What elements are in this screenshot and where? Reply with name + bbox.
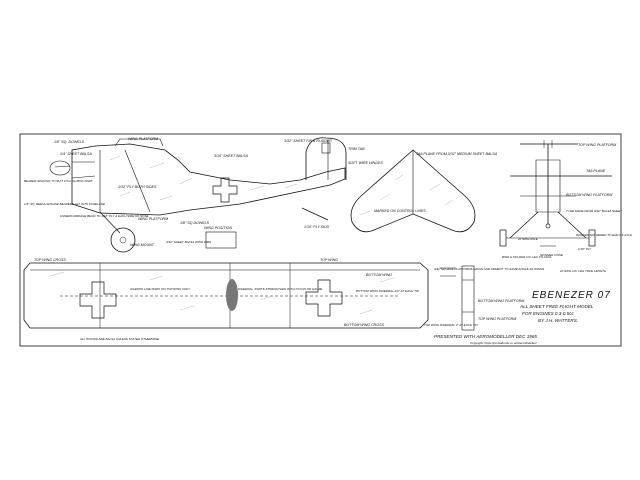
label-top-wing-cross: TOP WING CROSS — [34, 258, 66, 262]
label-tailplane: TAILPLANE — [586, 169, 606, 173]
plan-title: EBENEZER 07 — [532, 290, 611, 301]
wing-plan — [23, 231, 429, 329]
label-wing-platform: WING PLATFORM — [128, 137, 158, 141]
label-bottom-wing-platform-2: BOTTOM WING PLATFORM — [478, 299, 524, 303]
label-undercarriage: UNDERCARRIAGE BEND TO 1/16" PLY & EACH S… — [60, 214, 149, 218]
label-spinner: SPINNER CONE — [540, 253, 564, 257]
label-bottom-wing: BOTTOM WING — [366, 273, 392, 277]
plan-border — [19, 133, 622, 347]
label-top-wing-platform: TOP WING PLATFORM — [578, 143, 616, 147]
title-block: EBENEZER 07 ALL SHEET FREE FLIGHT MODEL … — [79, 290, 611, 345]
subtitle-line-1: ALL SHEET FREE FLIGHT MODEL — [519, 304, 594, 309]
subtitle-line-2: FOR ENGINES 0.3-0.5cc — [522, 311, 575, 316]
label-sheet-wing-ribs: 3/32" SHEET BALSA WING RIBS — [166, 240, 211, 244]
footnote: ALL WOODS ARE BALSA UNLESS STATED OTHERW… — [79, 337, 160, 341]
label-bottom-wing-dihedral: BOTTOM WING DIHEDRAL 3/4" AT EACH TIP. — [356, 289, 419, 293]
label-control-lines: MARKED ON CONTROL LINES — [374, 209, 426, 213]
label-washer: WASHER SOLDERED TO END OF AXLE — [576, 233, 633, 237]
label-dowels-top: 1/8" SQ. DOWELS — [54, 140, 85, 144]
label-bind-solder: BIND & SOLDER U/C LEG TO AXLE — [502, 255, 552, 259]
front-view — [499, 140, 612, 247]
label-aileron-line: AILERON LINE MARK ON TOP WING ONLY. — [129, 287, 191, 291]
label-wing-position: WING POSITION — [204, 226, 232, 230]
subtitle-line-3: BY J.H. WATTERS. — [538, 318, 578, 323]
label-soft-wire: SOFT WIRE HINGES — [348, 161, 383, 165]
label-ply-skid: 1/16" PLY SKID — [304, 225, 329, 229]
tailplane-plan — [350, 149, 476, 233]
label-dihedral-joints: DIHEDRAL JOINTS STRENGTHEN WITH NYLON OR… — [238, 287, 323, 291]
label-ply-both-sides: 1/32" PLY BOTH SIDES — [118, 185, 157, 189]
label-sheet-balsa-fuselage: 3/16" SHEET BALSA — [214, 154, 248, 158]
label-top-wing-platform-2: TOP WING PLATFORM — [478, 317, 516, 321]
label-tyre: TYRE MADE FROM 3/32" BALSA SHEET — [566, 209, 623, 213]
label-swg-axle: 20 SWG AXLE — [517, 237, 539, 241]
label-tailplane-sheet: TAILPLANE FROM 3/32" MEDIUM SHEET BALSA — [416, 152, 498, 156]
strut-details — [440, 265, 475, 331]
label-engine-bearers: 1/4" SQ. BEECH ENGINE BEARERS LET INTO F… — [24, 202, 106, 206]
label-bottom-wing-platform: BOTTOM WING PLATFORM — [566, 193, 612, 197]
label-sheet-ply: 1/16" PLY — [578, 247, 592, 251]
label-trim-tab: TRIM TAB — [348, 147, 365, 151]
label-swg-legs: 20 SWG U/C LEG TRUE LENGTH — [559, 269, 607, 273]
label-dowels-low: 1/8" SQ DOWELS — [180, 221, 210, 225]
label-bottom-wing-cross: BOTTOM WING CROSS — [344, 323, 384, 327]
label-top-wing: TOP WING — [320, 258, 338, 262]
label-bearer-spacing: BEARER SPACING TO SUIT 0.5cc ALLBON DART — [24, 179, 94, 183]
label-wing-mount: WING MOUNT — [130, 243, 155, 247]
label-sheet-balsa-quarter: 1/4" SHEET BALSA — [60, 152, 92, 156]
label-fin-rudder: 3/32" SHEET FIN & RUDDER — [284, 139, 332, 143]
label-top-wing-dihedral: TOP WING DIHEDRAL 3" AT EACH TIP. — [424, 323, 478, 327]
plan-labels: WING PLATFORM 1/8" SQ. DOWELS 1/4" SHEET… — [24, 137, 633, 327]
presented-with: PRESENTED WITH AEROMODELLER DEC 1965 — [434, 334, 537, 339]
label-struts: 3/32"SQUARE PLATFORMS GRAIN AND CEMENT T… — [434, 267, 544, 271]
copyright-notice: Copyright: https://pensafunds.co.uk/Aero… — [470, 341, 540, 345]
fuselage-side-view — [49, 137, 347, 253]
label-wing-platform-low: WING PLATFORM — [138, 217, 168, 221]
